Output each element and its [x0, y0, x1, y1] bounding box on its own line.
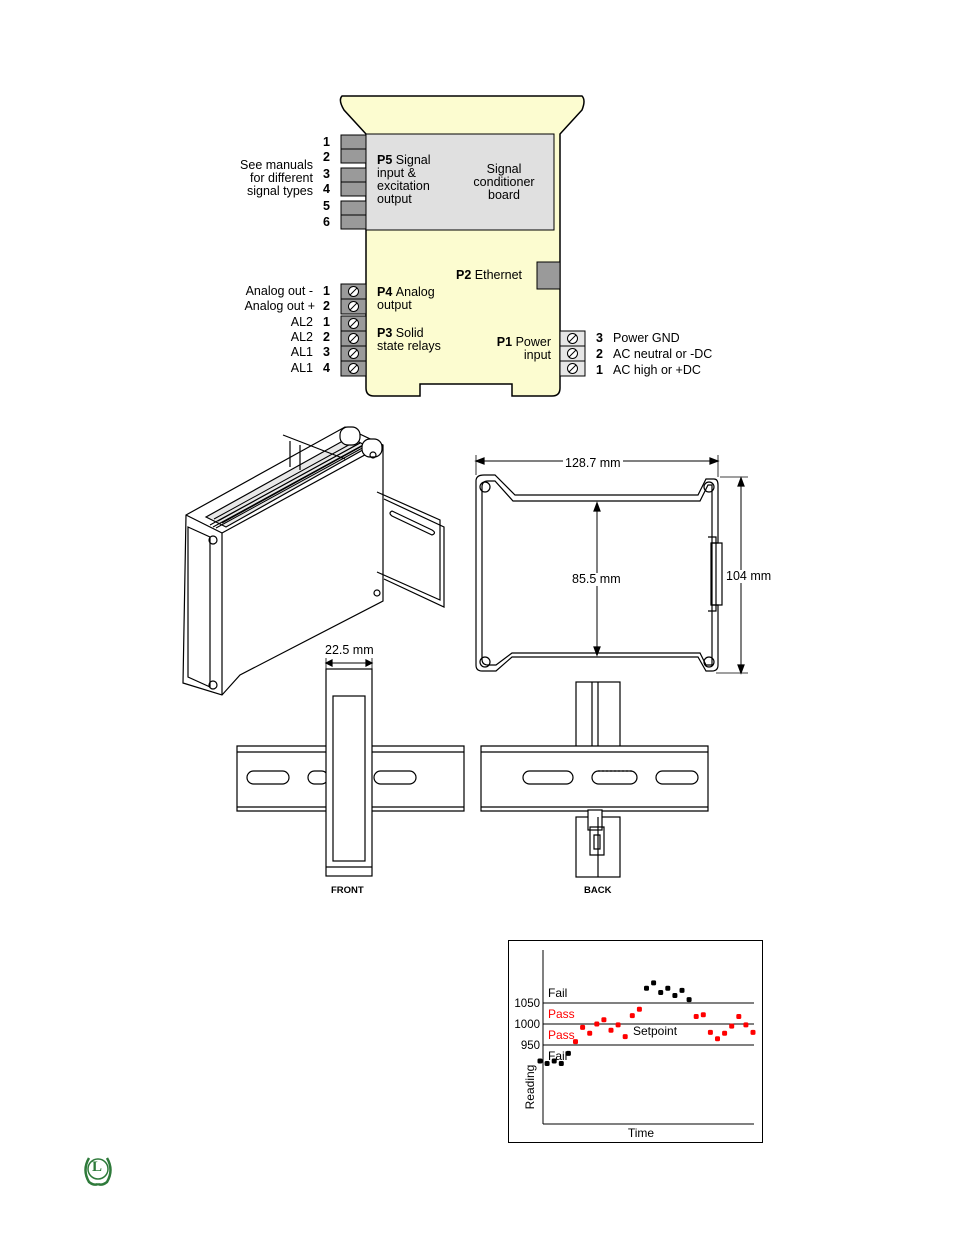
data-point: [580, 1024, 586, 1030]
zone-label: Pass: [548, 1007, 575, 1021]
pin-number: 2: [323, 299, 330, 313]
data-point: [558, 1060, 564, 1066]
data-point: [693, 1013, 699, 1019]
power-pin-number: 3: [596, 331, 603, 345]
left-screw-terminals: [340, 283, 367, 377]
data-point: [573, 1039, 578, 1045]
data-point: [615, 1022, 621, 1028]
y-tick-label: 950: [521, 1040, 540, 1052]
wiring-diagram: P5 Signal input & excitation output Sign…: [0, 0, 954, 415]
mechanical-drawings: 128.7 mm 85.5 mm 104 mm 22.5 mm FRONT BA…: [0, 415, 954, 915]
data-point: [594, 1021, 600, 1027]
laurel-logo-icon: [84, 1157, 112, 1186]
p5-pin-number: 1: [323, 135, 330, 149]
p5-pin-number: 4: [323, 182, 330, 196]
zone-label: Fail: [548, 986, 567, 1000]
inner-height-dimension: 85.5 mm: [570, 572, 623, 586]
pin-name: AL2: [290, 330, 313, 344]
data-point: [700, 1012, 706, 1018]
data-point: [658, 990, 664, 995]
power-pin-name: AC high or +DC: [613, 363, 701, 377]
p2-label: P2 Ethernet: [456, 268, 523, 282]
data-point: [587, 1030, 593, 1036]
data-point: [644, 985, 649, 991]
power-pin-name: AC neutral or -DC: [613, 347, 713, 361]
back-view-label: BACK: [584, 885, 612, 896]
data-point: [651, 980, 657, 986]
data-point: [686, 997, 692, 1003]
pin-number: 2: [323, 330, 330, 344]
company-logo: L: [80, 1152, 116, 1188]
signal-conditioner-board: [365, 133, 555, 231]
setpoint-label: Setpoint: [633, 1024, 678, 1038]
mechanical-svg: [182, 426, 748, 878]
data-point: [544, 1060, 550, 1066]
zone-label: Pass: [548, 1028, 575, 1042]
data-point: [565, 1050, 571, 1056]
pin-number: 4: [323, 361, 330, 375]
depth-dimension: 22.5 mm: [325, 643, 374, 657]
p5-connectors: [340, 134, 367, 230]
pin-number: 1: [323, 315, 330, 329]
data-point: [622, 1034, 628, 1040]
ethernet-port: [536, 261, 561, 290]
p5-pin-number: 6: [323, 215, 330, 229]
height-dimension: 104 mm: [724, 569, 774, 583]
data-point: [736, 1013, 742, 1019]
module-outline: [339, 95, 586, 397]
front-view-label: FRONT: [331, 885, 364, 896]
power-pin-name: Power GND: [613, 331, 680, 345]
zone-label: Fail: [548, 1049, 567, 1063]
data-point: [672, 992, 678, 998]
width-dimension: 128.7 mm: [563, 456, 623, 470]
x-axis-label: Time: [628, 1126, 655, 1140]
chart-border: [508, 940, 763, 1143]
p5-pin-number: 5: [323, 199, 330, 213]
isometric-module: [182, 426, 445, 696]
data-point: [608, 1027, 614, 1033]
power-pin-number: 2: [596, 347, 603, 361]
data-point: [750, 1029, 756, 1035]
y-axis-label: Reading: [523, 1065, 537, 1110]
data-point: [722, 1030, 728, 1036]
data-point: [629, 1013, 635, 1019]
logo-letter: L: [92, 1159, 103, 1175]
pin-name: AL1: [290, 361, 313, 375]
pin-name: AL1: [290, 345, 313, 359]
p5-label: P5 Signal input & excitation output: [377, 153, 431, 206]
p5-pin-number: 3: [323, 167, 330, 181]
pin-name: AL2: [290, 315, 313, 329]
data-point: [715, 1036, 720, 1042]
data-point: [601, 1017, 607, 1023]
data-point: [636, 1006, 642, 1012]
pin-name: Analog out -: [245, 284, 313, 298]
data-point: [743, 1022, 749, 1028]
side-profile: [474, 455, 748, 675]
data-point: [707, 1029, 713, 1035]
power-screw-terminals: [559, 330, 586, 377]
data-point: [729, 1023, 735, 1029]
front-view: [236, 658, 465, 877]
back-view: [480, 681, 709, 878]
power-pin-number: 1: [596, 363, 603, 377]
y-tick-label: 1000: [514, 1019, 540, 1031]
setpoint-chart-svg: Setpoint10501000950FailPassPassFailTimeR…: [508, 940, 763, 1143]
pin-number: 1: [323, 284, 330, 298]
y-tick-label: 1050: [514, 998, 540, 1010]
data-point: [537, 1058, 543, 1064]
data-point: [665, 985, 671, 991]
pin-name: Analog out +: [244, 299, 315, 313]
p5-pin-number: 2: [323, 150, 330, 164]
data-point: [679, 987, 685, 993]
data-point: [551, 1058, 557, 1064]
pin-number: 3: [323, 345, 330, 359]
